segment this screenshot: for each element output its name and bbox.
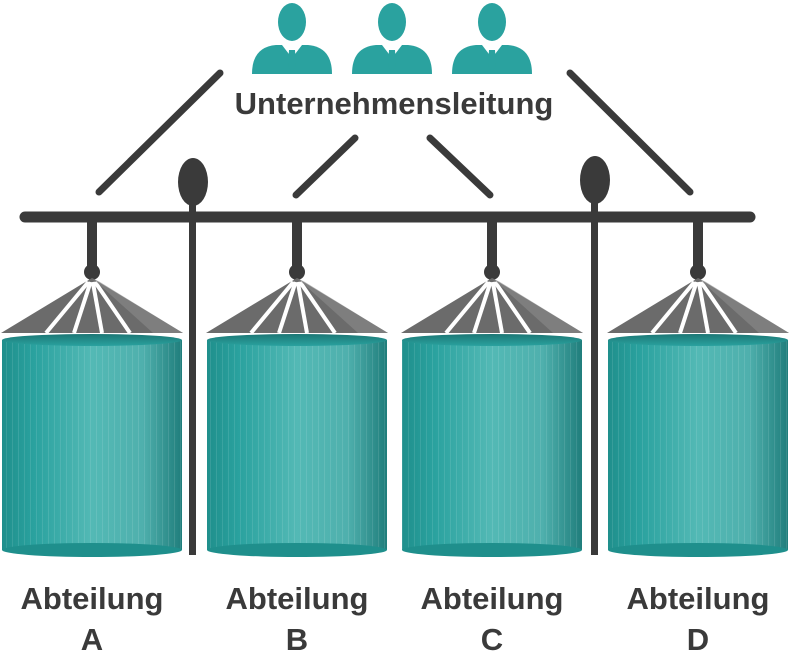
silo-a [1, 217, 183, 557]
person-icon [352, 3, 432, 74]
silo-b [206, 217, 388, 557]
post-right [591, 200, 598, 555]
pin-head-left-icon [178, 158, 208, 206]
person-icon [452, 3, 532, 74]
department-label-line1: Abteilung [421, 581, 564, 616]
connector-line-b [292, 134, 359, 199]
connector-line-c [426, 134, 494, 199]
connector-line-a [95, 69, 224, 196]
management-label: Unternehmensleitung [235, 86, 554, 121]
management-connectors [95, 69, 694, 199]
connector-line-d [566, 69, 694, 196]
pin-head-right-icon [580, 156, 610, 204]
department-label-letter: C [481, 622, 503, 657]
support-posts [178, 156, 610, 555]
department-label-line1: Abteilung [627, 581, 770, 616]
department-label-line1: Abteilung [21, 581, 164, 616]
department-label-letter: D [687, 622, 709, 657]
department-label-letter: B [286, 622, 308, 657]
silo-group [1, 217, 789, 557]
silo-d [607, 217, 789, 557]
department-label-line1: Abteilung [226, 581, 369, 616]
silo-c [401, 217, 583, 557]
post-left [189, 200, 196, 555]
management-people [252, 3, 532, 74]
person-icon [252, 3, 332, 74]
department-label-letter: A [81, 622, 103, 657]
